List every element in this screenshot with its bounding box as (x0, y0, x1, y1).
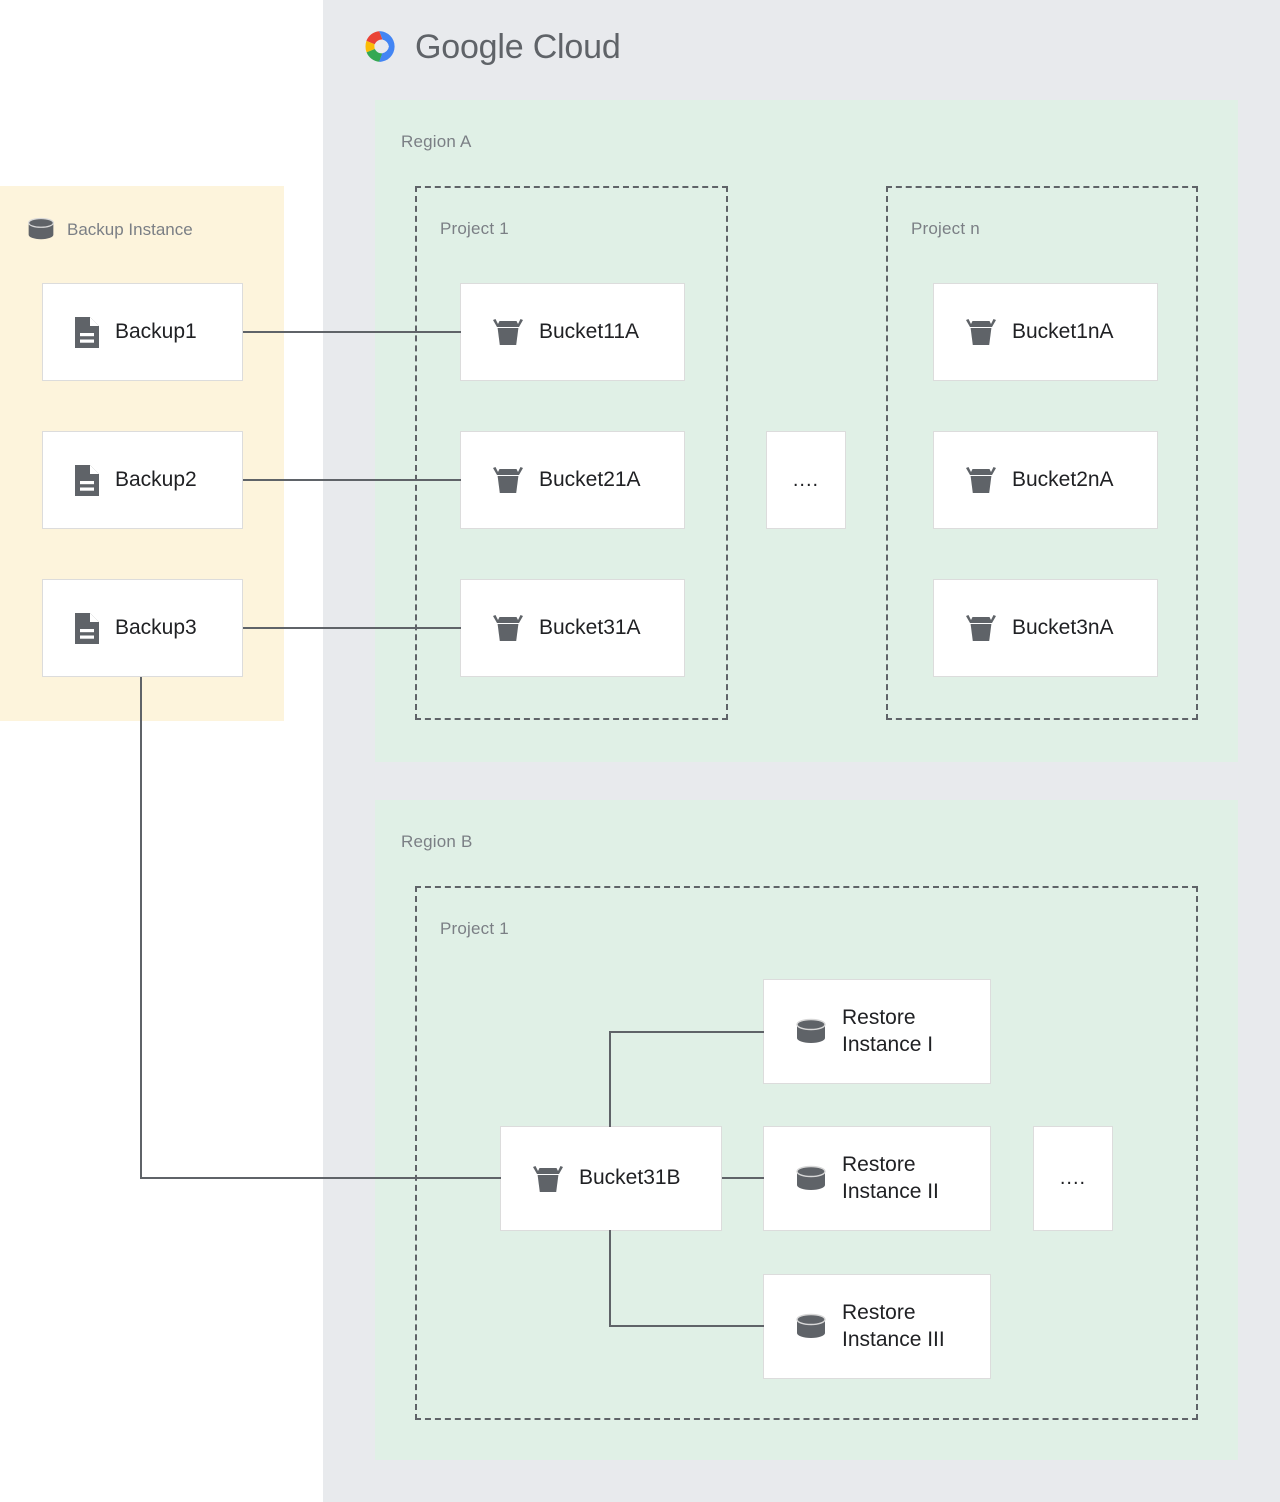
storage-bucket-icon (491, 464, 525, 496)
storage-bucket-icon (491, 612, 525, 644)
database-cylinder-icon (794, 1017, 828, 1047)
node-restore-instance-i[interactable]: Restore Instance I (763, 979, 991, 1084)
region-b-label: Region B (401, 832, 473, 851)
node-label: Bucket31A (539, 615, 641, 639)
node-restore-instance-ii[interactable]: Restore Instance II (763, 1126, 991, 1231)
node-bucket11a[interactable]: Bucket11A (460, 283, 685, 381)
node-label: Bucket2nA (1012, 467, 1114, 491)
connector-backup1-bucket11a (243, 331, 461, 333)
node-backup3[interactable]: Backup3 (42, 579, 243, 677)
storage-bucket-icon (964, 612, 998, 644)
node-label: Backup3 (115, 615, 197, 639)
brand-word-google: Google (415, 27, 524, 66)
connector-bucket31b-restore-ii (722, 1177, 764, 1179)
project-1-region-b-box: Project 1 (415, 886, 1198, 1420)
node-bucket1na[interactable]: Bucket1nA (933, 283, 1158, 381)
region-a-label: Region A (401, 132, 472, 151)
node-label: Restore Instance II (842, 1153, 939, 1203)
storage-bucket-icon (531, 1163, 565, 1195)
connector-backup3-bucket31a (243, 627, 461, 629)
connector-backup2-bucket21a (243, 479, 461, 481)
connector-bucket31b-trunk-down (609, 1230, 611, 1327)
document-icon (73, 316, 101, 349)
project-n-region-a-label: Project n (911, 219, 980, 238)
storage-bucket-icon (491, 316, 525, 348)
node-restore-instance-iii[interactable]: Restore Instance III (763, 1274, 991, 1379)
node-label: Backup2 (115, 467, 197, 491)
node-backup1[interactable]: Backup1 (42, 283, 243, 381)
project-1-region-a-label: Project 1 (440, 219, 509, 238)
node-label: Restore Instance I (842, 1006, 934, 1056)
database-cylinder-icon (26, 216, 56, 243)
node-bucket21a[interactable]: Bucket21A (460, 431, 685, 529)
node-bucket31a[interactable]: Bucket31A (460, 579, 685, 677)
connector-bucket31b-trunk-up (609, 1031, 611, 1127)
google-cloud-logo-icon (355, 27, 401, 67)
ellipsis-label: .... (1059, 1167, 1087, 1190)
backup-instance-header: Backup Instance (26, 216, 193, 243)
node-ellipsis-region-b: .... (1033, 1126, 1113, 1231)
ellipsis-label: .... (792, 468, 820, 491)
storage-bucket-icon (964, 316, 998, 348)
connector-backup3-down (140, 677, 142, 1179)
database-cylinder-icon (794, 1164, 828, 1194)
document-icon (73, 612, 101, 645)
connector-bucket31b-restore-iii (609, 1325, 764, 1327)
project-1-region-b-label: Project 1 (440, 919, 509, 938)
google-cloud-logo: Google Cloud (355, 27, 621, 67)
project-n-region-a-box: Project n (886, 186, 1198, 720)
node-label: Bucket31B (579, 1166, 681, 1190)
node-bucket3na[interactable]: Bucket3nA (933, 579, 1158, 677)
node-label: Bucket1nA (1012, 319, 1114, 343)
connector-bucket31b-restore-i (609, 1031, 764, 1033)
storage-bucket-icon (964, 464, 998, 496)
google-cloud-wordmark: Google Cloud (415, 28, 621, 67)
document-icon (73, 464, 101, 497)
node-bucket2na[interactable]: Bucket2nA (933, 431, 1158, 529)
connector-backup3-bucket31b (140, 1177, 501, 1179)
brand-word-cloud: Cloud (532, 27, 621, 66)
project-1-region-a-box: Project 1 (415, 186, 728, 720)
node-backup2[interactable]: Backup2 (42, 431, 243, 529)
node-ellipsis-region-a: .... (766, 431, 846, 529)
node-label: Bucket11A (539, 319, 640, 343)
node-label: Bucket3nA (1012, 615, 1114, 639)
node-label: Backup1 (115, 319, 197, 343)
node-label: Restore Instance III (842, 1301, 945, 1351)
backup-instance-label: Backup Instance (67, 219, 193, 239)
database-cylinder-icon (794, 1312, 828, 1342)
node-bucket31b[interactable]: Bucket31B (500, 1126, 722, 1231)
node-label: Bucket21A (539, 467, 641, 491)
